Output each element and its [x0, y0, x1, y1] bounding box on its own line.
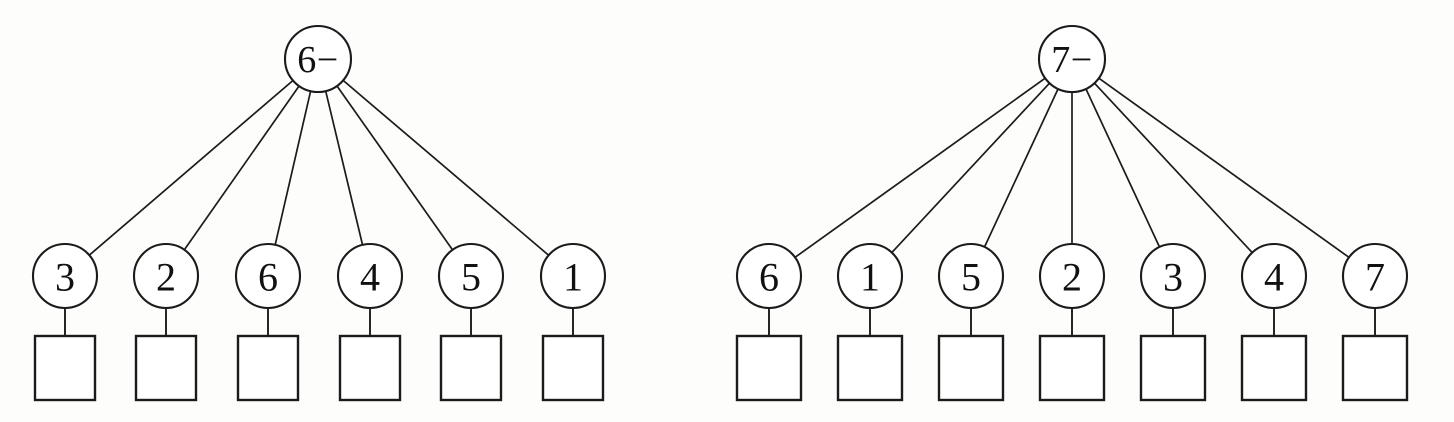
child-node-circle-4[interactable] — [1139, 242, 1207, 310]
edge-root-to-child-1 — [183, 85, 300, 251]
empty-box-5[interactable] — [541, 334, 605, 402]
child-node-circle-0[interactable] — [31, 242, 99, 310]
empty-box-2[interactable] — [937, 334, 1005, 402]
empty-box-4[interactable] — [439, 334, 503, 402]
child-node-label-5: 4 — [1264, 255, 1284, 300]
child-node-circle-2[interactable] — [234, 242, 302, 310]
root-node-circle[interactable] — [1037, 24, 1107, 94]
edge-root-to-child-4 — [336, 85, 454, 251]
child-node-circle-5[interactable] — [1240, 242, 1308, 310]
child-node-circle-4[interactable] — [437, 242, 505, 310]
child-node-label-4: 5 — [461, 255, 481, 300]
empty-box-2[interactable] — [236, 334, 300, 402]
edge-root-to-child-5 — [342, 79, 550, 256]
child-node-label-2: 5 — [961, 255, 981, 300]
edge-root-to-child-2 — [983, 88, 1059, 248]
child-node-circle-3[interactable] — [1038, 242, 1106, 310]
root-node-label: 6− — [297, 39, 338, 81]
edge-root-to-child-5 — [1093, 82, 1253, 254]
empty-box-1[interactable] — [134, 334, 198, 402]
empty-box-6[interactable] — [1341, 334, 1409, 402]
edge-root-to-child-6 — [1098, 77, 1350, 259]
edge-root-to-child-4 — [1085, 88, 1161, 248]
child-node-label-2: 6 — [258, 255, 278, 300]
child-node-label-4: 3 — [1163, 255, 1183, 300]
root-node-label: 7− — [1051, 39, 1092, 81]
empty-box-5[interactable] — [1240, 334, 1308, 402]
empty-box-0[interactable] — [735, 334, 803, 402]
empty-box-1[interactable] — [836, 334, 904, 402]
edge-root-to-child-1 — [891, 82, 1051, 254]
left-tree: 3 2 6 4 5 1 6− — [31, 24, 607, 402]
child-node-label-0: 3 — [55, 255, 75, 300]
empty-box-4[interactable] — [1139, 334, 1207, 402]
child-node-circle-1[interactable] — [836, 242, 904, 310]
root-node-circle[interactable] — [283, 24, 353, 94]
child-node-label-1: 1 — [860, 255, 880, 300]
child-node-circle-0[interactable] — [735, 242, 803, 310]
empty-box-3[interactable] — [1038, 334, 1106, 402]
child-node-label-3: 4 — [360, 255, 380, 300]
child-node-label-1: 2 — [156, 255, 176, 300]
edge-root-to-child-0 — [794, 77, 1046, 259]
child-node-circle-2[interactable] — [937, 242, 1005, 310]
child-node-label-0: 6 — [759, 255, 779, 300]
right-tree: 6 1 5 2 3 4 7 7− — [735, 24, 1409, 402]
empty-box-3[interactable] — [338, 334, 402, 402]
edge-root-to-child-0 — [88, 79, 294, 256]
child-node-circle-1[interactable] — [132, 242, 200, 310]
child-node-label-6: 7 — [1365, 255, 1385, 300]
child-node-label-5: 1 — [563, 255, 583, 300]
child-node-circle-3[interactable] — [336, 242, 404, 310]
empty-box-0[interactable] — [33, 334, 97, 402]
child-node-label-3: 2 — [1062, 255, 1082, 300]
tree-layer: 3 2 6 4 5 1 6− 6 1 5 2 3 4 7 7− — [31, 24, 1409, 402]
child-node-circle-6[interactable] — [1341, 242, 1409, 310]
edge-root-to-child-2 — [274, 90, 312, 246]
child-node-circle-5[interactable] — [539, 242, 607, 310]
edge-root-to-child-3 — [324, 90, 364, 246]
